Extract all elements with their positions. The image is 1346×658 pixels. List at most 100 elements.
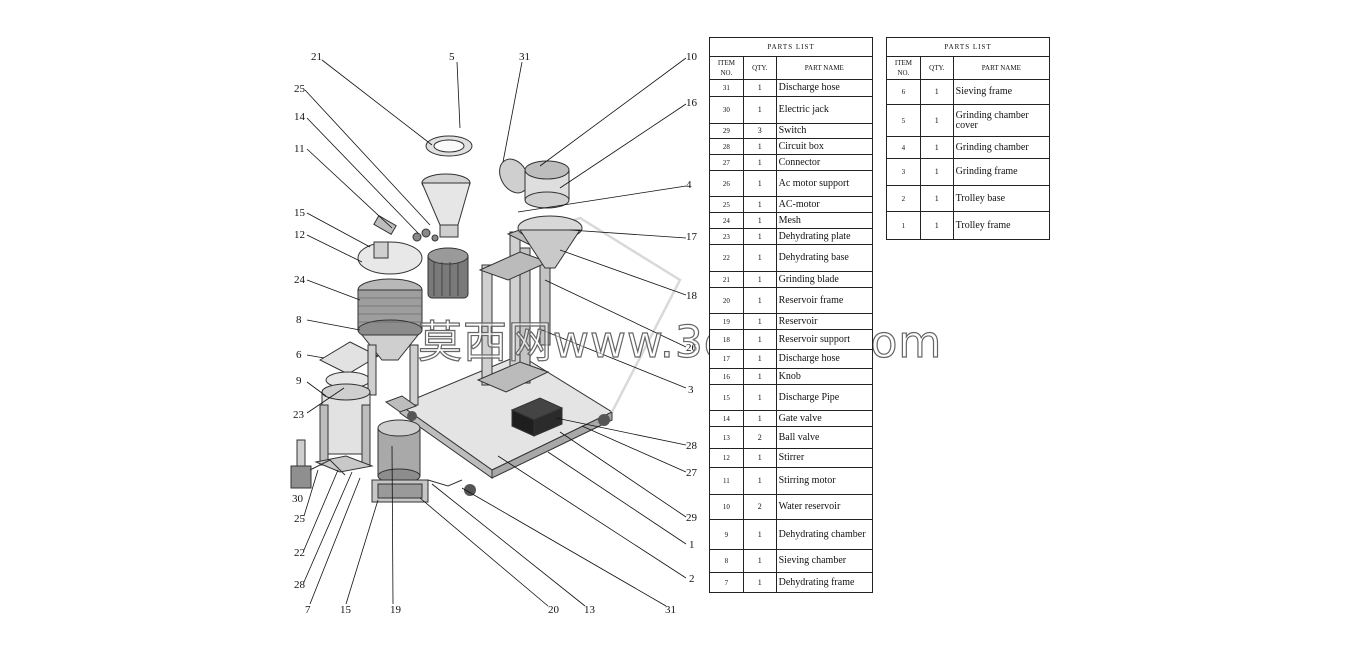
trolley bbox=[398, 216, 682, 496]
qty-cell: 1 bbox=[742, 519, 777, 550]
callout-bottom: 22 bbox=[294, 547, 305, 559]
part-name-cell: Ball valve bbox=[775, 426, 874, 449]
qty-cell: 1 bbox=[919, 79, 954, 105]
qty-cell: 1 bbox=[742, 572, 777, 593]
callout-bottom: 31 bbox=[665, 604, 676, 616]
callout-right: 2 bbox=[689, 573, 695, 585]
part-name-cell: Sieving frame bbox=[952, 79, 1051, 105]
qty-cell: 2 bbox=[742, 426, 777, 449]
circuit-box bbox=[510, 397, 564, 437]
item-no-cell: 11 bbox=[709, 467, 744, 495]
parts-list-title: PARTS LIST bbox=[709, 37, 873, 57]
item-no-cell: 7 bbox=[709, 572, 744, 593]
item-no-cell: 9 bbox=[709, 519, 744, 550]
callout-left: 8 bbox=[296, 314, 302, 326]
callout-bottom: 13 bbox=[584, 604, 596, 616]
callout-top: 21 bbox=[311, 51, 322, 63]
qty-cell: 1 bbox=[742, 448, 777, 468]
part-name-cell: Trolley frame bbox=[952, 211, 1051, 240]
item-no-cell: 22 bbox=[709, 244, 744, 272]
part-name-cell: Mesh bbox=[775, 212, 874, 229]
item-no-cell: 31 bbox=[709, 79, 744, 97]
callout-left: 15 bbox=[294, 207, 306, 219]
item-no-cell: 5 bbox=[886, 104, 921, 137]
item-no-cell: 10 bbox=[709, 494, 744, 520]
callout-left: 11 bbox=[294, 143, 305, 155]
qty-cell: 1 bbox=[742, 196, 777, 213]
part-name-cell: Gate valve bbox=[775, 410, 874, 427]
callout-bottom: 20 bbox=[548, 604, 560, 616]
callout-top: 16 bbox=[686, 97, 698, 109]
sieving-chamber bbox=[357, 241, 423, 361]
callout-bottom: 7 bbox=[305, 604, 311, 616]
part-name-cell: Stirring motor bbox=[775, 467, 874, 495]
part-name-cell: Discharge hose bbox=[775, 79, 874, 97]
qty-cell: 1 bbox=[742, 244, 777, 272]
wheel-1 bbox=[464, 484, 476, 496]
ac-motor bbox=[427, 247, 469, 299]
water-reservoir-top bbox=[499, 158, 570, 209]
qty-cell: 1 bbox=[742, 287, 777, 314]
qty-cell: 1 bbox=[742, 329, 777, 350]
callout-right: 18 bbox=[686, 290, 698, 302]
qty-cell: 1 bbox=[742, 170, 777, 197]
trolley-handle-inner bbox=[559, 216, 682, 413]
qty-cell: 1 bbox=[742, 467, 777, 495]
item-no-cell: 27 bbox=[709, 154, 744, 171]
part-name-cell: Switch bbox=[775, 123, 874, 139]
callout-left: 6 bbox=[296, 349, 302, 361]
callout-numbers: 21 5 31 10 16 4 17 25 14 11 15 12 24 8 6… bbox=[292, 51, 698, 616]
item-no-cell: 25 bbox=[709, 196, 744, 213]
part-name-cell: Reservoir bbox=[775, 313, 874, 330]
qty-cell: 1 bbox=[742, 368, 777, 385]
part-name-cell: Discharge Pipe bbox=[775, 384, 874, 411]
header-part-name: PART NAME bbox=[952, 56, 1051, 80]
grinding-chamber bbox=[421, 135, 473, 238]
header-item-no: ITEM NO. bbox=[709, 56, 744, 80]
qty-cell: 3 bbox=[742, 123, 777, 139]
item-no-cell: 4 bbox=[886, 136, 921, 159]
item-no-cell: 1 bbox=[886, 211, 921, 240]
qty-cell: 1 bbox=[742, 154, 777, 171]
callout-top: 17 bbox=[686, 231, 698, 243]
callout-bottom: 28 bbox=[294, 579, 306, 591]
part-name-cell: Circuit box bbox=[775, 138, 874, 155]
part-name-cell: AC-motor bbox=[775, 196, 874, 213]
callout-left: 30 bbox=[292, 493, 304, 505]
item-no-cell: 13 bbox=[709, 426, 744, 449]
part-name-cell: Trolley base bbox=[952, 185, 1051, 212]
callout-right: 1 bbox=[689, 539, 695, 551]
item-no-cell: 19 bbox=[709, 313, 744, 330]
header-qty: QTY. bbox=[919, 56, 954, 80]
qty-cell: 1 bbox=[742, 138, 777, 155]
item-no-cell: 14 bbox=[709, 410, 744, 427]
qty-cell: 1 bbox=[742, 96, 777, 124]
callout-right: 26 bbox=[686, 342, 698, 354]
header-item-no: ITEM NO. bbox=[886, 56, 921, 80]
part-name-cell: Connector bbox=[775, 154, 874, 171]
part-name-cell: Electric jack bbox=[775, 96, 874, 124]
part-name-cell: Grinding blade bbox=[775, 271, 874, 288]
callout-right: 27 bbox=[686, 467, 698, 479]
item-no-cell: 3 bbox=[886, 158, 921, 186]
item-no-cell: 12 bbox=[709, 448, 744, 468]
